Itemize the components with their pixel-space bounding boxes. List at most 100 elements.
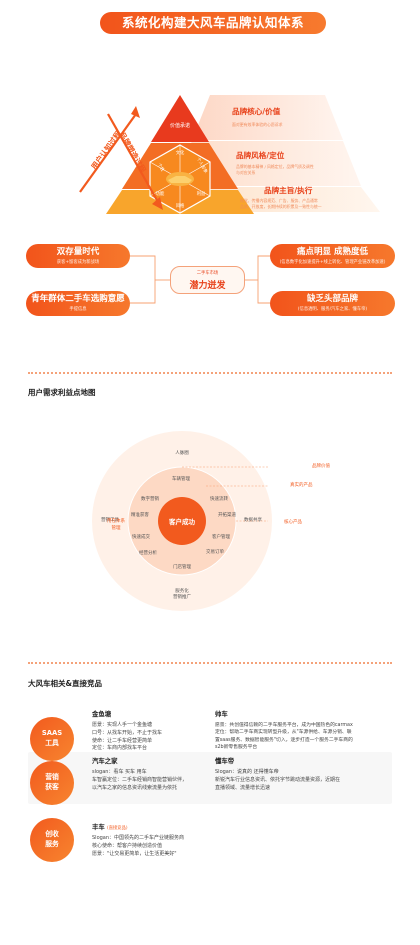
car-icon	[168, 176, 192, 183]
outer-label-0: 人脉圈	[175, 449, 189, 456]
mid-label-5: 门店管理	[173, 563, 191, 570]
center-label: 客户成功	[168, 517, 196, 526]
competitor-name: 丰车	[92, 823, 105, 831]
band1-title: 品牌核心/价值	[232, 106, 281, 116]
demand-map-title: 用户需求利益点地图	[28, 388, 96, 397]
tag-revenue-line2: 服务	[45, 840, 59, 848]
band2-title: 品牌风格/定位	[236, 150, 285, 160]
left-label-1: 用在体系	[107, 517, 125, 524]
direct-competitor-note: (直接竞品)	[107, 826, 128, 831]
competitor-desc-line: 愿景：实现人手一个金鱼塘	[92, 722, 153, 728]
competitor-desc-line: 以汽车之家的信息资讯线索流量为依托	[92, 784, 178, 791]
pill-no-leading-brand-title: 缺乏头部品牌	[306, 294, 358, 304]
divider	[28, 662, 392, 664]
competitor-desc-line: 愿景："让交易更简单，让生活更美好"	[92, 850, 177, 857]
pill-dual-stock-era-title: 双存量时代	[56, 247, 100, 257]
competitor-desc-line: slogan：看车 买车 用车	[92, 769, 147, 775]
right-label-2: 核心产品	[284, 518, 302, 525]
mid-label-7: 快速成交	[132, 533, 150, 540]
brand-pyramid: 用户认知过程 品牌塑造过程 价值承诺 文化 个性 个人形象 功能 利益 风格 品…	[79, 95, 380, 214]
bottom-label: 营销推广	[173, 593, 191, 600]
competitor-row-band	[28, 752, 392, 804]
arrow-brand-shaping	[107, 113, 163, 210]
center-circle	[158, 497, 206, 545]
competitor-desc-line: 直播领域、流量增长迅速	[215, 784, 271, 791]
pill-no-leading-brand-sub: (信息透明、服务/汽车之家、懂车帝)	[297, 307, 368, 313]
mid-label-1: 快速流转	[210, 495, 228, 502]
demand-map: 客户成功 车辆管理 快速流转 开拓渠道 客户管理 交易订单 门店管理 经营分析 …	[92, 431, 330, 611]
pill-dual-stock-era-sub: 获客+留客成为新战场	[56, 260, 100, 266]
band2-desc1: 品牌的基本精神 / 风格定位，品牌气质及调性	[236, 164, 314, 169]
pill-pain-points-sub: (信息数字化加速提升+线上转化、管理产业链改革加速)	[279, 260, 386, 266]
mid-label-0: 车辆管理	[172, 475, 190, 482]
pill-young-buyers-sub: 手提信息	[69, 307, 87, 313]
pyramid-tip-label: 价值承诺	[170, 122, 190, 129]
mid-label-6: 经营分析	[139, 549, 157, 556]
page-title: 系统化构建大风车品牌认知体系	[100, 12, 326, 34]
band3-title: 品牌主旨/执行	[264, 185, 313, 195]
center-line1: 二手车市场	[196, 271, 219, 276]
hex-bottom-left-label: 功能	[156, 190, 165, 197]
mid-label-8: 精准获客	[131, 511, 149, 518]
competitor-desc-line: Slogan：中国领先的二手车产业链服务商	[92, 835, 185, 841]
divider	[28, 372, 392, 374]
pill-pain-points-title: 痛点明显 成熟度低	[297, 247, 368, 257]
center-market-potential: 二手车市场 潜力迸发	[170, 266, 245, 294]
mid-label-4: 交易订单	[206, 548, 224, 555]
arrow-user-cognition	[79, 106, 140, 193]
pill-young-buyers-title: 青年群体二手车选购意愿	[31, 294, 125, 304]
arrow-inner-label: 品牌塑造过程	[117, 130, 148, 174]
right-label-0: 品牌价值	[312, 462, 330, 469]
tag-saas-line1: SAAS	[41, 729, 63, 738]
center-line2: 潜力迸发	[189, 281, 226, 291]
competitor-desc-line: s2b新零售服务平台	[215, 745, 258, 751]
band1-desc: 面对更有效率体验的心愿诉求	[232, 122, 283, 127]
pill-young-buyers: 青年群体二手车选购意愿 手提信息	[26, 291, 130, 316]
band-core	[192, 95, 343, 140]
mid-label-2: 开拓渠道	[218, 511, 236, 518]
pill-no-leading-brand: 缺乏头部品牌 (信息透明、服务/汽车之家、懂车帝)	[270, 291, 395, 316]
band2-desc2: 与对应关系	[236, 170, 256, 175]
competitor-name: 懂车帝	[215, 757, 235, 765]
competitors-title: 大风车相关&直接竞品	[28, 679, 103, 688]
competitor-desc-line: 核心使命：帮客户持续创造价值	[92, 842, 163, 849]
tag-revenue-services: 创收 服务	[30, 818, 74, 862]
band3-desc2: 品质，开放度，长期持续的积累及一致性与统一	[240, 204, 322, 209]
competitor-desc-line: 车智赢定位：二手车经销商智能营销伙伴，	[92, 776, 188, 783]
hex-bottom-label: 风格	[176, 202, 185, 209]
outer-label-2: 营销工具	[101, 516, 119, 523]
competitor-desc-line: Slogan：说真的 还得懂车帝	[215, 769, 279, 775]
competitor-desc-line: 口号：从找车开始，不止于找车	[92, 729, 163, 736]
hex-bottom-right-label: 利益	[197, 190, 206, 197]
competitor-name: 汽车之家	[92, 757, 118, 765]
right-label-1: 真实的产品	[290, 481, 313, 488]
competitor-desc-line: 使命：让二手车经营更简单	[92, 737, 153, 744]
tag-saas-line2: 工具	[45, 739, 59, 747]
tag-marketing-line1: 营销	[45, 773, 59, 782]
competitor-desc-line: 愿景：共创值得信赖的二手车服务平台，成为中国热色的carmax	[215, 723, 353, 728]
outer-label-1: 数据共享	[244, 516, 262, 523]
tag-marketing-line2: 获客	[45, 783, 59, 791]
pill-pain-points: 痛点明显 成熟度低 (信息数字化加速提升+线上转化、管理产业链改革加速)	[270, 244, 395, 268]
tag-saas-tools: SAAS 工具	[30, 717, 74, 761]
tag-revenue-line1: 创收	[45, 830, 59, 839]
competitor-name: 金鱼塘	[92, 710, 112, 718]
competitor-desc-line: 定位：帮助二手车商实现转型升级，从"车源供给、车源分销、联	[215, 730, 352, 736]
competitor-dongchedi: 懂车帝 Slogan：说真的 还得懂车帝 新锐汽车行业信息资讯、依托字节跳动流量…	[215, 756, 395, 792]
hex-top-label: 文化	[176, 149, 185, 156]
competitor-fengche: 丰车 (直接竞品) Slogan：中国领先的二手车产业链服务商 核心使命：帮客户…	[92, 822, 252, 858]
competitor-desc-line: 新锐汽车行业信息资讯、依托字节跳动流量资源，近期在	[215, 776, 341, 783]
strategy-connectors	[130, 255, 270, 304]
competitor-desc-line: 置saas服务、数据智能服务"切入，逐步打造一个服务二手车商的	[215, 737, 353, 743]
pyramid-tier-top	[151, 95, 209, 142]
competitor-jinyutang: 金鱼塘 愿景：实现人手一个金鱼塘 口号：从找车开始，不止于找车 使命：让二手车经…	[92, 709, 207, 753]
band3-desc1: 视觉、传播内容规范、广告、服务、产品通常	[240, 198, 318, 203]
tag-marketing: 营销 获客	[30, 761, 74, 805]
competitor-desc-line: 定位：车商内部找车平台	[92, 745, 148, 752]
hex-left-label: 个性	[156, 162, 167, 174]
competitor-name: 帅车	[215, 710, 228, 718]
pill-dual-stock-era: 双存量时代 获客+留客成为新战场	[26, 244, 130, 268]
competitor-shuaiche: 帅车 愿景：共创值得信赖的二手车服务平台，成为中国热色的carmax 定位：帮助…	[215, 709, 395, 752]
left-label-2: 管理	[112, 524, 121, 531]
mid-label-3: 客户管理	[212, 533, 230, 540]
